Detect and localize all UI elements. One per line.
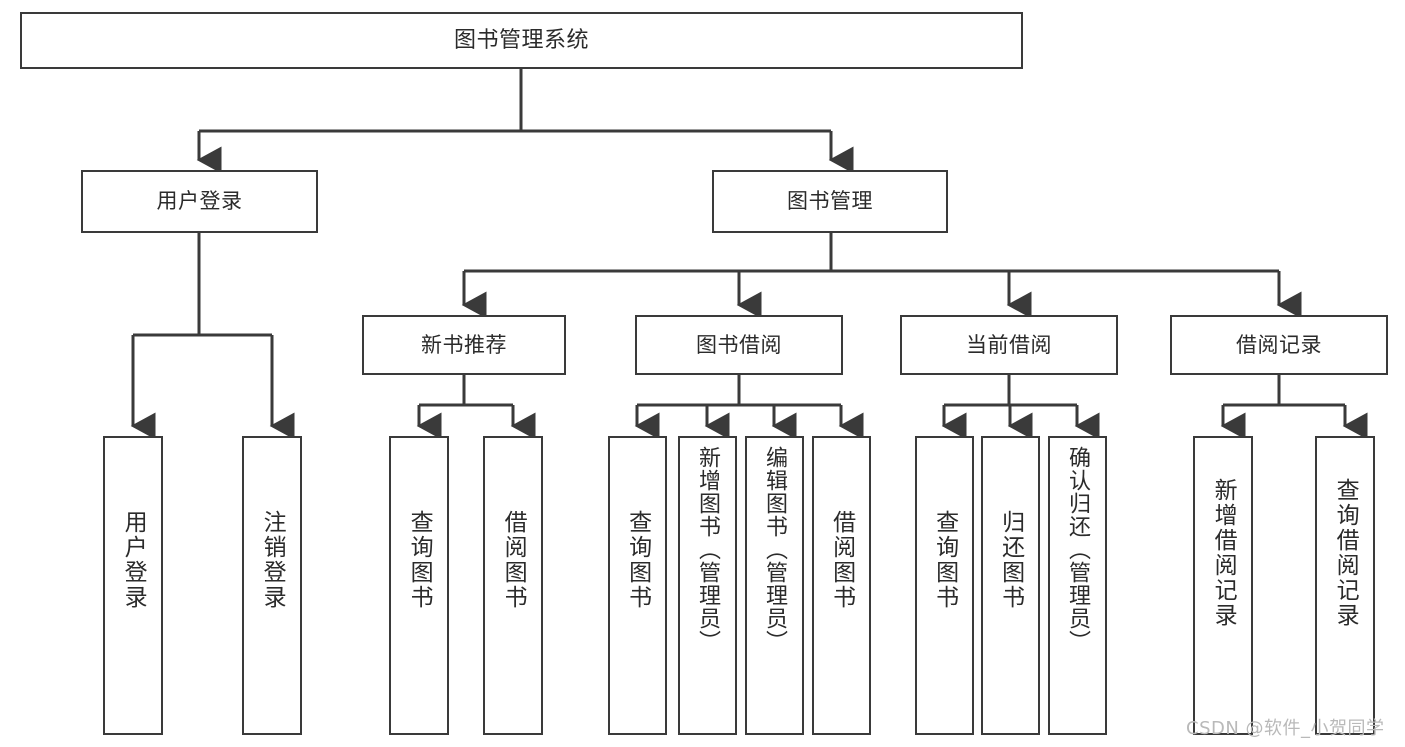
leaf-user-login[interactable]: 用户登录 xyxy=(103,436,163,735)
node-current-borrow-label: 当前借阅 xyxy=(966,332,1052,357)
leaf-query-book-current-label: 查询图书 xyxy=(931,510,958,610)
node-user-login-label: 用户登录 xyxy=(156,189,243,214)
leaf-add-book-admin-label: 新增图书（管理员） xyxy=(695,446,721,653)
node-borrow-record[interactable]: 借阅记录 xyxy=(1170,315,1388,375)
leaf-edit-book-admin-label: 编辑图书（管理员） xyxy=(762,446,788,653)
node-book-management[interactable]: 图书管理 xyxy=(712,170,948,233)
leaf-return-book-label: 归还图书 xyxy=(997,510,1024,610)
leaf-user-login-label: 用户登录 xyxy=(120,510,147,610)
leaf-return-book[interactable]: 归还图书 xyxy=(981,436,1040,735)
node-book-borrow[interactable]: 图书借阅 xyxy=(635,315,843,375)
leaf-add-book-admin[interactable]: 新增图书（管理员） xyxy=(678,436,737,735)
leaf-edit-book-admin[interactable]: 编辑图书（管理员） xyxy=(745,436,804,735)
csdn-watermark: CSDN @软件_小贺同学 xyxy=(1186,718,1385,739)
leaf-add-borrow-record[interactable]: 新增借阅记录 xyxy=(1193,436,1253,735)
leaf-query-book-borrow-label: 查询图书 xyxy=(624,510,651,610)
leaf-query-borrow-record[interactable]: 查询借阅记录 xyxy=(1315,436,1375,735)
leaf-logout[interactable]: 注销登录 xyxy=(242,436,302,735)
node-book-management-label: 图书管理 xyxy=(787,189,873,214)
leaf-borrow-book-new-label: 借阅图书 xyxy=(500,510,527,610)
leaf-query-book-new[interactable]: 查询图书 xyxy=(389,436,449,735)
leaf-query-book-borrow[interactable]: 查询图书 xyxy=(608,436,667,735)
node-root[interactable]: 图书管理系统 xyxy=(20,12,1023,69)
node-current-borrow[interactable]: 当前借阅 xyxy=(900,315,1118,375)
leaf-query-book-new-label: 查询图书 xyxy=(406,510,433,610)
leaf-confirm-return-admin[interactable]: 确认归还（管理员） xyxy=(1048,436,1107,735)
node-new-book-recommend[interactable]: 新书推荐 xyxy=(362,315,566,375)
leaf-logout-label: 注销登录 xyxy=(259,510,286,610)
leaf-borrow-book-label: 借阅图书 xyxy=(828,510,855,610)
leaf-borrow-book[interactable]: 借阅图书 xyxy=(812,436,871,735)
leaf-confirm-return-admin-label: 确认归还（管理员） xyxy=(1065,446,1091,653)
leaf-query-borrow-record-label: 查询借阅记录 xyxy=(1332,478,1359,628)
leaf-borrow-book-new[interactable]: 借阅图书 xyxy=(483,436,543,735)
leaf-add-borrow-record-label: 新增借阅记录 xyxy=(1210,478,1237,628)
node-new-book-recommend-label: 新书推荐 xyxy=(421,332,507,357)
node-root-label: 图书管理系统 xyxy=(453,27,589,53)
leaf-query-book-current[interactable]: 查询图书 xyxy=(915,436,974,735)
node-user-login[interactable]: 用户登录 xyxy=(81,170,318,233)
node-book-borrow-label: 图书借阅 xyxy=(696,332,782,357)
node-borrow-record-label: 借阅记录 xyxy=(1236,332,1322,357)
